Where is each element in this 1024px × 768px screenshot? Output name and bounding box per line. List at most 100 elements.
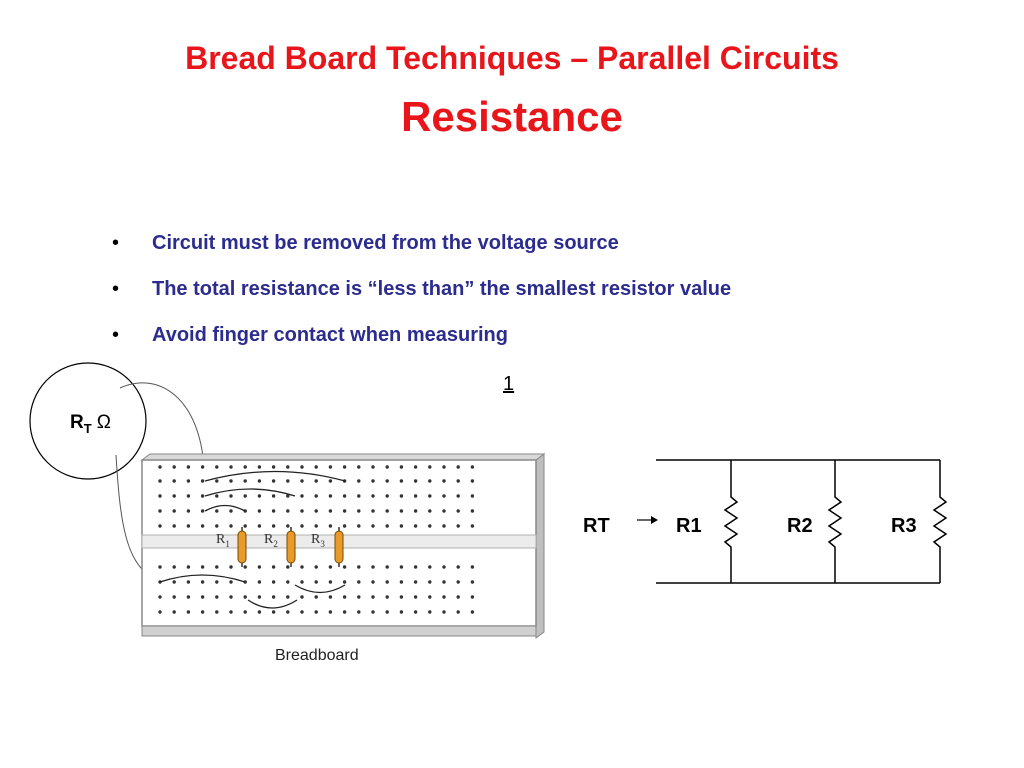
jumper-wire: [247, 599, 298, 609]
breadboard-hole: [186, 479, 191, 483]
breadboard-hole: [385, 509, 389, 513]
breadboard-hole: [286, 509, 290, 513]
breadboard-hole: [357, 479, 361, 483]
breadboard-hole: [257, 595, 262, 599]
breadboard-hole: [357, 610, 361, 614]
breadboard-hole: [399, 580, 404, 584]
resistor-label-main: R: [311, 532, 321, 547]
schematic-resistor-1-label: R1: [676, 515, 702, 537]
breadboard-hole: [229, 494, 233, 498]
breadboard-hole: [357, 509, 361, 513]
breadboard-hole: [286, 610, 290, 614]
breadboard-hole: [442, 465, 446, 469]
breadboard-hole: [300, 565, 304, 569]
breadboard-hole: [456, 565, 460, 569]
resistor-body: [334, 530, 344, 564]
breadboard-hole: [158, 524, 162, 528]
jumper-wire: [204, 470, 346, 482]
breadboard-hole: [300, 479, 304, 483]
schematic-resistor-3-symbol: [932, 460, 948, 583]
breadboard-hole: [229, 610, 233, 614]
breadboard-hole: [456, 595, 460, 599]
breadboard-hole: [399, 479, 404, 483]
breadboard-hole: [428, 595, 432, 599]
breadboard-hole: [257, 580, 262, 584]
breadboard-hole: [456, 580, 460, 584]
breadboard-hole: [456, 610, 460, 614]
breadboard-hole: [200, 494, 205, 498]
breadboard-hole: [215, 479, 219, 483]
breadboard-hole: [399, 595, 404, 599]
breadboard-hole: [172, 465, 176, 469]
breadboard-hole: [215, 595, 219, 599]
breadboard-hole: [243, 494, 247, 498]
breadboard-hole: [328, 610, 333, 614]
probe-lead-1: [119, 382, 205, 469]
breadboard-hole: [442, 595, 446, 599]
breadboard-hole: [470, 580, 475, 584]
breadboard-hole: [186, 465, 191, 469]
breadboard-hole: [399, 494, 404, 498]
breadboard-holes: [158, 465, 475, 614]
breadboard-hole: [257, 565, 262, 569]
breadboard-hole: [328, 580, 333, 584]
breadboard-hole: [300, 610, 304, 614]
breadboard-hole: [442, 610, 446, 614]
breadboard-hole: [271, 479, 276, 483]
breadboard-hole: [158, 494, 162, 498]
breadboard-hole: [271, 595, 276, 599]
breadboard-hole: [371, 595, 375, 599]
schematic-resistor-2-symbol: [827, 460, 843, 583]
breadboard-resistor-3: R3: [311, 527, 344, 567]
breadboard-hole: [399, 465, 404, 469]
breadboard-hole: [257, 524, 262, 528]
breadboard-hole: [200, 610, 205, 614]
breadboard-hole: [186, 580, 191, 584]
breadboard-hole: [300, 595, 304, 599]
breadboard-hole: [286, 465, 290, 469]
breadboard-hole: [399, 524, 404, 528]
breadboard-hole: [215, 494, 219, 498]
breadboard-hole: [399, 610, 404, 614]
breadboard-hole: [158, 465, 162, 469]
breadboard-hole: [342, 610, 347, 614]
jumper-wire: [159, 574, 246, 583]
breadboard-hole: [314, 465, 318, 469]
breadboard-hole: [470, 595, 475, 599]
page-number: 1: [503, 373, 515, 395]
breadboard-hole: [186, 509, 191, 513]
breadboard-hole: [172, 494, 176, 498]
breadboard-hole: [172, 524, 176, 528]
breadboard-hole: [314, 494, 318, 498]
breadboard-hole: [385, 465, 389, 469]
breadboard-hole: [186, 565, 191, 569]
ohmmeter-label-main: R: [70, 412, 84, 433]
breadboard-hole: [428, 565, 432, 569]
schematic-rt-label: RT: [583, 515, 610, 537]
breadboard-hole: [229, 595, 233, 599]
breadboard-hole: [385, 524, 389, 528]
breadboard-hole: [385, 595, 389, 599]
breadboard-hole: [229, 580, 233, 584]
breadboard-hole: [399, 509, 404, 513]
breadboard-hole: [442, 580, 446, 584]
breadboard-hole: [314, 509, 318, 513]
jumper-wires: [159, 470, 346, 609]
breadboard-hole: [470, 524, 475, 528]
breadboard-hole: [357, 565, 361, 569]
breadboard-hole: [413, 479, 418, 483]
breadboard-hole: [215, 610, 219, 614]
breadboard-hole: [286, 595, 290, 599]
breadboard-hole: [300, 524, 304, 528]
breadboard-hole: [442, 494, 446, 498]
breadboard-hole: [413, 509, 418, 513]
resistor-label-sub: 3: [320, 539, 325, 549]
breadboard-hole: [314, 565, 318, 569]
breadboard-hole: [470, 565, 475, 569]
breadboard-hole: [328, 494, 333, 498]
breadboard-hole: [399, 565, 404, 569]
breadboard-hole: [215, 565, 219, 569]
breadboard-hole: [385, 479, 389, 483]
